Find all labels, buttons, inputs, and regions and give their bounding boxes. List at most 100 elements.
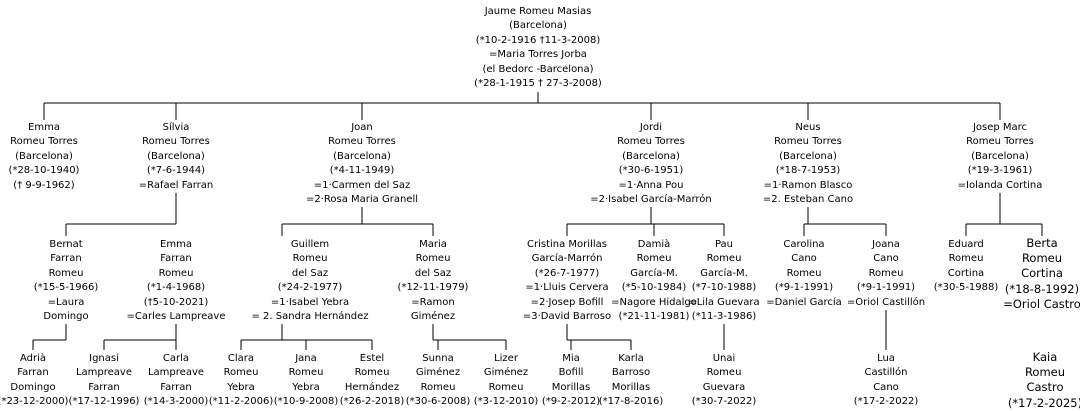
node-line: Romeu bbox=[868, 267, 904, 279]
node-line: (*7-6-1944) bbox=[146, 165, 206, 177]
node-line: García-Marrón bbox=[531, 253, 603, 265]
node-line: (*7-10-1988) bbox=[691, 282, 757, 294]
node-line: Joan bbox=[351, 122, 373, 133]
node-line: = 2. Sandra Hernández bbox=[251, 311, 369, 323]
node-line: (*11-3-1986) bbox=[691, 311, 757, 323]
node-line: Romeu bbox=[948, 253, 984, 265]
node-line: Morillas bbox=[551, 381, 591, 393]
node-karla-barroso-morillas: Karla Barroso Morillas (*17-8-2016) bbox=[599, 352, 664, 410]
node-line: =Laura bbox=[47, 296, 85, 308]
node-line: (*10-2-1916 †11-3-2008) bbox=[475, 34, 601, 46]
node-line: Romeu Torres bbox=[328, 136, 396, 148]
node-line: Romeu bbox=[786, 267, 822, 279]
node-line: del Saz bbox=[291, 267, 329, 279]
node-line: (*9-2-2012) bbox=[541, 396, 601, 408]
node-line: Emma bbox=[28, 122, 60, 133]
node-line: Damià bbox=[637, 239, 671, 250]
node-unai-romeu-guevara: Unai Romeu Guevara (*30-7-2022) bbox=[692, 352, 757, 410]
node-line: Giménez bbox=[410, 311, 456, 323]
node-line: =2·Josep Bofill bbox=[530, 296, 604, 308]
node-line: Romeu bbox=[636, 253, 672, 265]
node-adria-farran-domingo: Adrià Farran Domingo (*23-12-2000) bbox=[0, 352, 68, 410]
node-mia-bofill-morillas: Mia Bofill Morillas (*9-2-2012) bbox=[542, 352, 600, 410]
node-line: (*30-6-2008) bbox=[405, 396, 471, 408]
node-line: Romeu bbox=[1021, 251, 1063, 266]
node-line: (†5-10-2021) bbox=[143, 296, 209, 308]
node-line: =Ramon bbox=[411, 296, 455, 308]
node-line: (*4-11-1949) bbox=[329, 165, 395, 177]
node-kaia-romeu-castro: Kaia Romeu Castro (*17-2-2025) bbox=[1008, 350, 1080, 411]
node-line: (*19-3-1961) bbox=[967, 165, 1033, 177]
node-line: (*30-6-1951) bbox=[618, 165, 684, 177]
node-line: =Carles Lampreave bbox=[126, 311, 226, 323]
node-neus-romeu-torres: Neus Romeu Torres (Barcelona) (*18-7-195… bbox=[763, 121, 853, 207]
node-line: Farran bbox=[88, 381, 120, 393]
node-line: Adrià bbox=[19, 353, 47, 364]
node-line: Maria bbox=[419, 239, 447, 250]
node-line: Joana bbox=[872, 239, 900, 250]
node-line: Lampreave bbox=[75, 367, 133, 379]
node-line: (Barcelona) bbox=[622, 150, 680, 162]
node-line: Castro bbox=[1026, 380, 1064, 395]
node-line: Morillas bbox=[611, 381, 651, 393]
node-line: (*18-7-1953) bbox=[775, 165, 841, 177]
node-line: Romeu Torres bbox=[966, 136, 1034, 148]
node-line: =3·David Barroso bbox=[522, 311, 612, 323]
node-line: Domingo bbox=[43, 311, 89, 323]
node-line: Carla bbox=[162, 353, 190, 364]
node-line: (*17-8-2016) bbox=[598, 396, 664, 408]
node-line: Yebra bbox=[292, 381, 320, 393]
node-line: Romeu bbox=[292, 253, 328, 265]
node-line: Barroso bbox=[611, 367, 651, 379]
node-line: Karla bbox=[618, 353, 644, 364]
node-line: =Rafael Farran bbox=[138, 179, 214, 191]
node-lizer-gimenez-romeu: Lizer Giménez Romeu (*3-12-2010) bbox=[474, 352, 539, 410]
node-bernat-farran-romeu: Bernat Farran Romeu (*15-5-1966) =Laura … bbox=[34, 238, 99, 324]
node-line: Romeu Torres bbox=[774, 136, 842, 148]
node-line: (*17-2-2022) bbox=[853, 396, 919, 408]
node-line: Estel bbox=[359, 353, 385, 364]
node-line: García-M. bbox=[700, 267, 748, 279]
node-line: Castillón bbox=[864, 367, 908, 379]
node-line: Romeu bbox=[420, 381, 456, 393]
node-line: Guevara bbox=[702, 381, 746, 393]
node-line: (Barcelona) bbox=[971, 150, 1029, 162]
node-joan-romeu-torres: Joan Romeu Torres (Barcelona) (*4-11-194… bbox=[306, 121, 418, 207]
node-line: (*24-2-1977) bbox=[277, 282, 343, 294]
node-silvia-romeu-torres: Sílvia Romeu Torres (Barcelona) (*7-6-19… bbox=[139, 121, 213, 193]
node-line: Clara bbox=[227, 353, 255, 364]
node-sunna-gimenez-romeu: Sunna Giménez Romeu (*30-6-2008) bbox=[406, 352, 471, 410]
node-line: Eduard bbox=[948, 239, 984, 250]
node-line: Bofill bbox=[558, 367, 584, 379]
node-line: (*21-11-1981) bbox=[618, 311, 690, 323]
node-line: Bernat bbox=[49, 239, 83, 250]
node-line: (*15-5-1966) bbox=[33, 282, 99, 294]
node-line: =2. Esteban Cano bbox=[762, 194, 854, 206]
node-jordi-romeu-torres: Jordi Romeu Torres (Barcelona) (*30-6-19… bbox=[590, 121, 711, 207]
node-line: Cano bbox=[873, 253, 899, 265]
node-line: Romeu Torres bbox=[142, 136, 210, 148]
node-josep-marc-romeu-torres: Josep Marc Romeu Torres (Barcelona) (*19… bbox=[958, 121, 1043, 193]
node-line: Domingo bbox=[10, 381, 56, 393]
node-line: Cano bbox=[873, 381, 899, 393]
node-line: Carolina bbox=[783, 239, 825, 250]
node-carolina-cano-romeu: Carolina Cano Romeu (*9-1-1991) =Daniel … bbox=[766, 238, 842, 310]
node-line: (*26-7-1977) bbox=[534, 267, 600, 279]
node-line: (Barcelona) bbox=[15, 150, 73, 162]
node-line: (Barcelona) bbox=[779, 150, 837, 162]
node-line: (*14-3-2000) bbox=[143, 396, 209, 408]
node-line: Romeu bbox=[354, 367, 390, 379]
node-clara-romeu-yebra: Clara Romeu Yebra (*11-2-2006) bbox=[209, 352, 274, 410]
node-line: Guillem bbox=[290, 239, 330, 250]
node-line: =1·Anna Pou bbox=[618, 179, 684, 191]
node-line: García-M. bbox=[630, 267, 678, 279]
node-line: Giménez bbox=[415, 367, 461, 379]
node-maria-romeu-del-saz: Maria Romeu del Saz (*12-11-1979) =Ramon… bbox=[398, 238, 469, 324]
node-emma-romeu-torres: Emma Romeu Torres (Barcelona) (*28-10-19… bbox=[9, 121, 80, 193]
node-line: =Nagore Hidalgo bbox=[611, 296, 697, 308]
node-line: Romeu bbox=[488, 381, 524, 393]
node-line: Romeu bbox=[158, 267, 194, 279]
node-line: Farran bbox=[50, 253, 82, 265]
node-line: (*5-10-1984) bbox=[621, 282, 687, 294]
node-line: Yebra bbox=[227, 381, 255, 393]
